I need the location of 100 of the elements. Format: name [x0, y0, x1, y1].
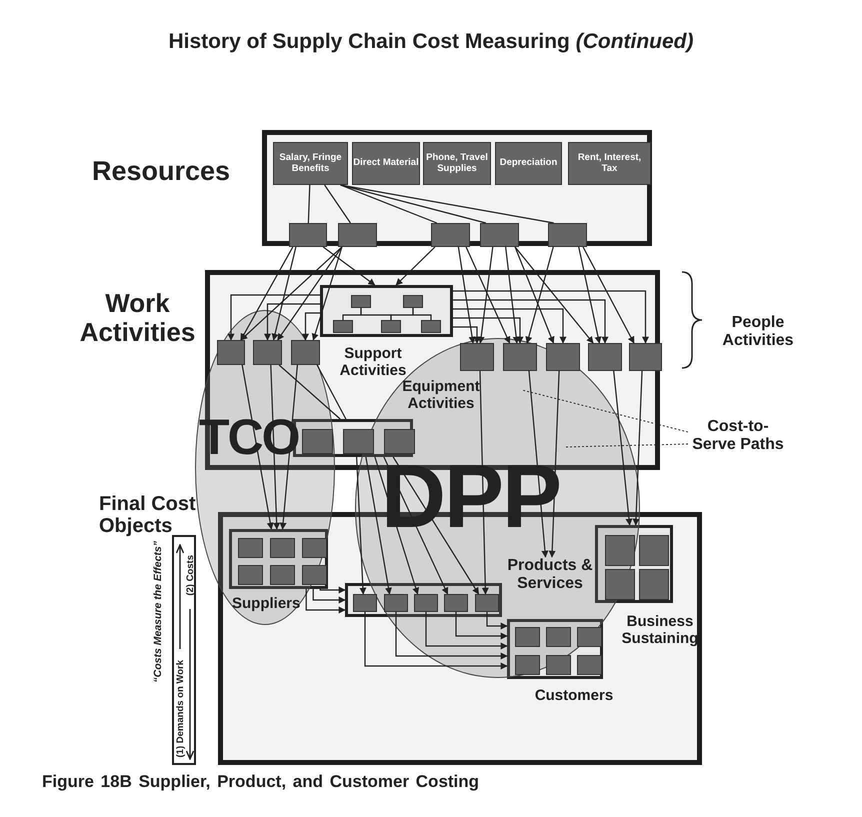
cost-object-box [605, 535, 635, 566]
arrow [277, 246, 342, 341]
activity-box [546, 343, 580, 371]
org-box [421, 320, 441, 333]
cost-object-box [238, 538, 263, 558]
arrow [356, 456, 366, 595]
connector-line [324, 184, 351, 224]
panel-heading: Resources [92, 157, 232, 187]
group-label: Customers [534, 688, 614, 704]
arrow [455, 612, 508, 640]
arrow [395, 612, 508, 660]
title: History of Supply Chain Cost Measuring (Continued) [168, 30, 694, 54]
org-box [333, 320, 353, 333]
group-label: Suppliers [232, 596, 302, 612]
activity-box [460, 343, 494, 371]
activity-box [503, 343, 537, 371]
note-text: (1) Demands on Work [175, 660, 186, 757]
connector-line [340, 184, 486, 224]
arrow [453, 308, 566, 344]
arrow [320, 586, 346, 594]
activity-box [302, 429, 333, 454]
arrow [306, 589, 346, 614]
arrow [525, 246, 554, 344]
cost-object-box [577, 627, 602, 647]
cost-object-box [353, 594, 377, 612]
arrow [514, 246, 594, 344]
activity-box [291, 340, 320, 365]
cost-object-box [384, 594, 408, 612]
cost-object-box [515, 655, 540, 675]
arrow [632, 370, 643, 526]
driver-box [289, 223, 327, 247]
group-label: Support Activities [338, 346, 408, 379]
resource-box: Depreciation [495, 142, 562, 185]
panel-heading: Final Cost Objects [99, 493, 197, 537]
resource-box: Direct Material [352, 142, 420, 185]
connector-line [340, 184, 438, 224]
arrow [466, 246, 510, 344]
resource-box: Phone, Travel Supplies [423, 142, 491, 185]
arrow [425, 612, 508, 650]
cost-object-box [515, 627, 540, 647]
resource-box: Salary, Fringe Benefits [273, 142, 348, 185]
cost-object-box [444, 594, 468, 612]
arrow [312, 246, 342, 341]
arrow [240, 246, 342, 340]
connector-line [278, 364, 341, 420]
cost-object-box [414, 594, 438, 612]
cost-object-box [270, 538, 295, 558]
cost-object-box [238, 565, 263, 585]
org-box [351, 295, 371, 308]
org-box [381, 320, 401, 333]
leader-line [566, 444, 688, 448]
resource-box: Rent, Interest, Tax [568, 142, 651, 185]
cost-object-box [639, 569, 669, 600]
products-box [345, 583, 502, 617]
note-text: “Costs Measure the Effects” [152, 541, 164, 683]
driver-box [548, 223, 587, 247]
arrow [505, 246, 520, 344]
arrow [302, 312, 320, 341]
driver-box [480, 223, 519, 247]
arrow [228, 294, 320, 341]
activity-box [343, 429, 374, 454]
region-label: Equipment Activities [401, 378, 481, 412]
cost-object-box [605, 569, 635, 600]
connector-line [316, 364, 346, 420]
driver-box [338, 223, 377, 247]
connector-line [412, 308, 432, 320]
cost-object-box [475, 594, 499, 612]
arrow [582, 246, 634, 344]
arrow [312, 589, 346, 604]
arrow [264, 303, 320, 341]
cost-object-box [270, 565, 295, 585]
callout-text: Cost-to-Serve Paths [688, 418, 788, 458]
activity-box [629, 343, 662, 371]
arrow [458, 246, 476, 344]
region-label: Products & Services [505, 557, 595, 595]
arrow [453, 299, 608, 344]
arrow [364, 612, 508, 670]
arrow [486, 612, 508, 630]
arrow [365, 456, 392, 595]
cost-object-box [302, 565, 327, 585]
activity-box [253, 340, 282, 365]
arrow [478, 246, 494, 344]
connector-line [308, 184, 310, 224]
callout-text: People Activities [721, 314, 795, 351]
activity-box [384, 429, 415, 454]
arrow [514, 246, 554, 344]
driver-box [431, 223, 470, 247]
arrow [272, 246, 296, 341]
arrow [453, 317, 524, 344]
arrow [613, 370, 632, 526]
group-label: Business Sustaining [620, 614, 700, 647]
cost-object-box [546, 655, 571, 675]
arrow [322, 246, 376, 286]
cost-object-box [302, 538, 327, 558]
cost-object-box [546, 627, 571, 647]
arrow [453, 326, 480, 344]
activity-box [588, 343, 622, 371]
cost-object-box [639, 535, 669, 566]
connector-line [340, 184, 554, 224]
arrow [453, 290, 649, 344]
